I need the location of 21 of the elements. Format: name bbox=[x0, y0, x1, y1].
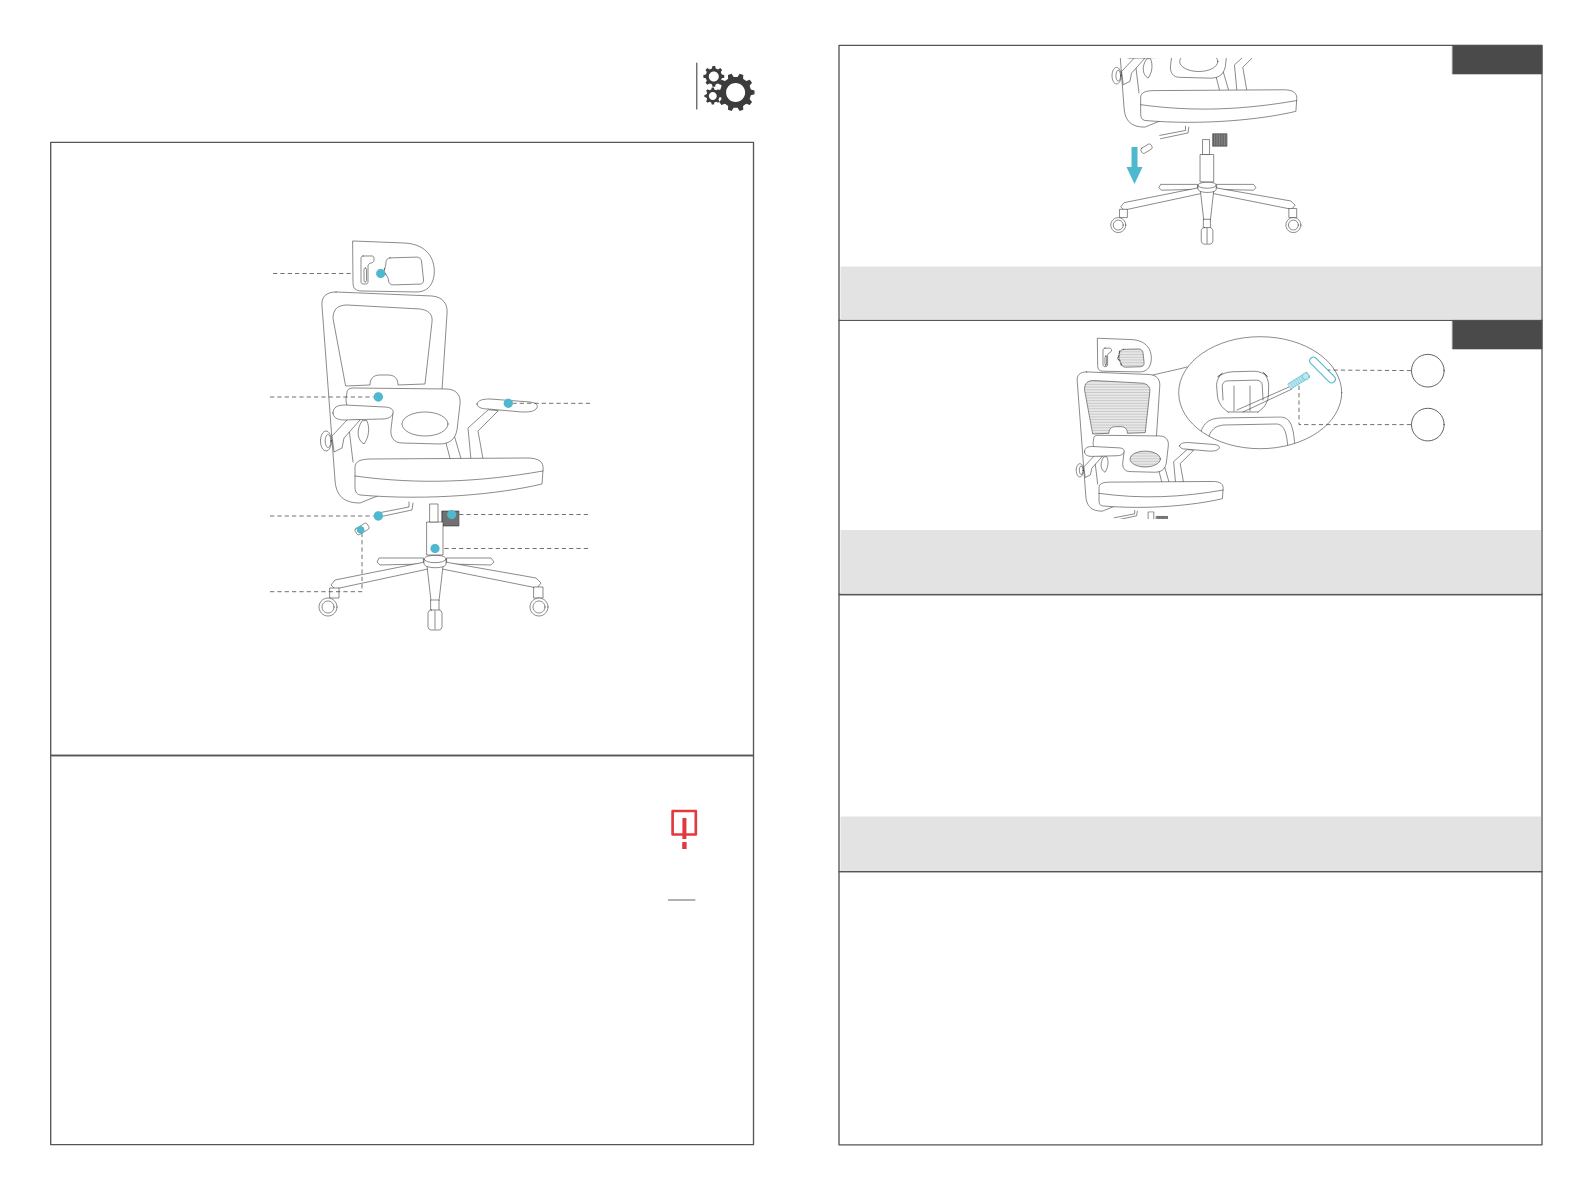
screw bbox=[1287, 371, 1311, 390]
adjustment-knob bbox=[441, 509, 460, 527]
leader-line bbox=[458, 514, 589, 515]
leader-line bbox=[272, 273, 354, 274]
note-band bbox=[840, 816, 1541, 871]
washer bbox=[1309, 356, 1336, 384]
leader-line bbox=[269, 533, 363, 593]
leader-line bbox=[442, 548, 589, 549]
gas-cylinder bbox=[426, 503, 444, 556]
leader-line bbox=[1298, 384, 1412, 425]
leader-line bbox=[269, 515, 374, 517]
callout-circle bbox=[1411, 407, 1445, 442]
note-band bbox=[840, 530, 1541, 594]
leader-line bbox=[1327, 369, 1412, 371]
note-band bbox=[840, 266, 1541, 320]
leader-line bbox=[269, 396, 374, 398]
headrest bbox=[352, 240, 435, 293]
lever-handle bbox=[354, 522, 370, 536]
step-tab bbox=[1452, 320, 1543, 350]
callout-circle bbox=[1411, 353, 1445, 388]
step-tab bbox=[1452, 45, 1543, 75]
